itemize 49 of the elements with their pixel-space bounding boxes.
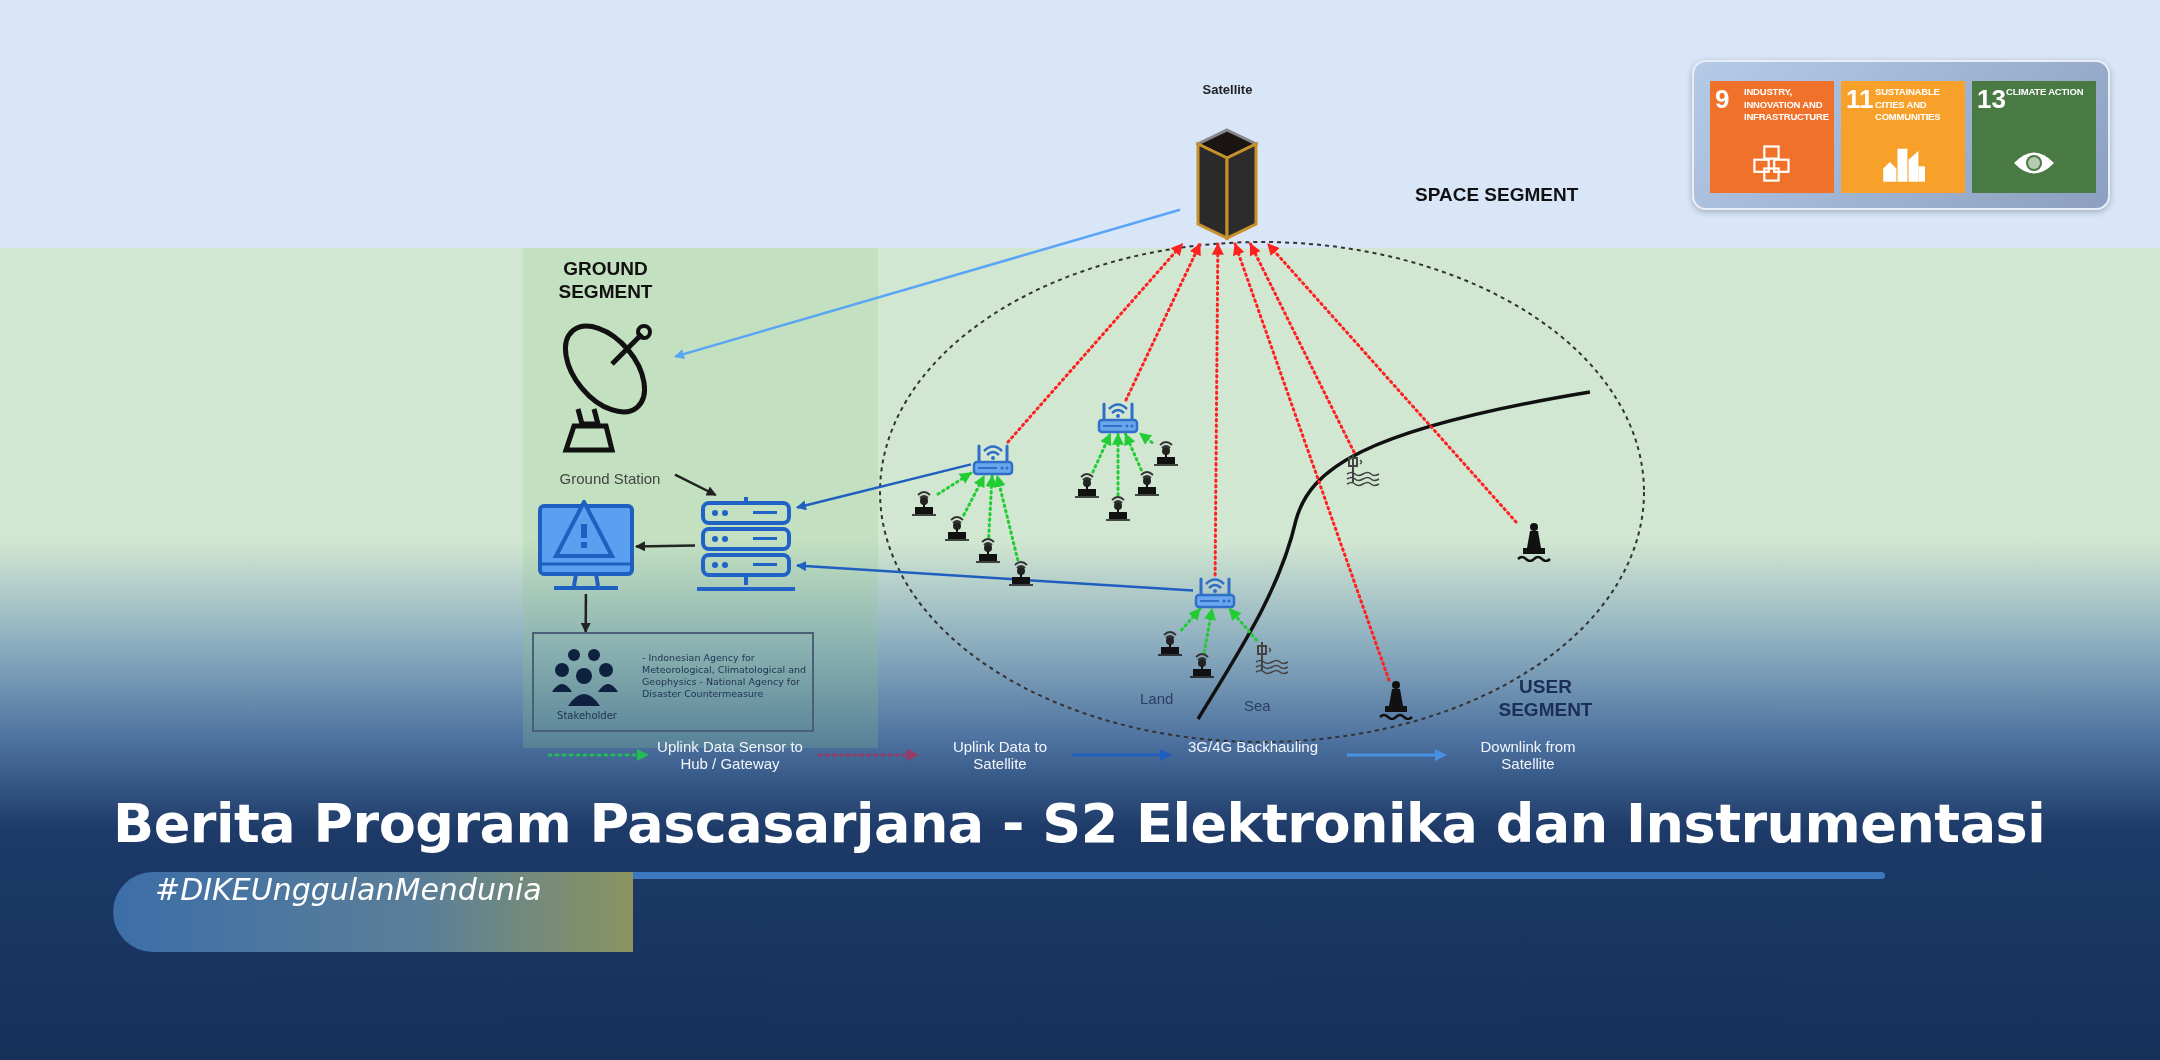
arrow	[962, 474, 986, 517]
goal-number: 13	[1977, 84, 2006, 115]
node-label: Ground Station	[558, 470, 662, 487]
goal-number: 9	[1715, 84, 1730, 115]
segment-heading: GROUND SEGMENT	[557, 257, 654, 303]
sdg-goal-tile	[1841, 81, 1965, 193]
region-label: Land	[1140, 690, 1174, 707]
banner-title: Berita Program Pascasarjana - S2 Elektronika dan Instrumentasi	[113, 792, 2046, 855]
region-label: Sea	[1244, 697, 1271, 714]
arrow	[674, 208, 1181, 359]
sdg-panel	[1692, 60, 2110, 210]
node-description: - Indonesian Agency for Meteorological, Climatological and Geophysics - National Agency for Disaster Countermeasure	[642, 652, 807, 700]
arrow	[1124, 432, 1143, 472]
goal-number: 11	[1846, 84, 1874, 115]
stakeholder-box	[532, 632, 814, 732]
arrow	[1006, 242, 1184, 444]
arrow	[1249, 242, 1356, 454]
arrow	[796, 463, 972, 511]
segment-heading: USER SEGMENT	[1497, 675, 1594, 721]
legend-label: Downlink from Satellite	[1479, 738, 1577, 772]
hashtag-tag: #DIKEUnggulanMendunia	[113, 872, 633, 952]
arrow	[1091, 432, 1112, 474]
arrow	[796, 561, 1194, 592]
sdg-goal-tile	[1972, 81, 2096, 193]
arrow	[635, 541, 695, 552]
arrow	[580, 594, 591, 633]
arrow	[1211, 242, 1224, 577]
sdg-goal-tile	[1710, 81, 1834, 193]
node-label: Satellite	[1201, 82, 1254, 97]
arrow	[1180, 607, 1202, 632]
arrow	[1202, 607, 1216, 654]
arrow	[1124, 242, 1202, 402]
goal-title: INDUSTRY, INNOVATION AND INFRASTRUCTURE	[1744, 86, 1830, 124]
segment-heading: SPACE SEGMENT	[1415, 184, 1579, 206]
arrow	[993, 474, 1020, 562]
node-label: Stakeholder	[556, 710, 618, 721]
legend-label: 3G/4G Backhauling	[1186, 738, 1320, 755]
arrow	[674, 473, 717, 497]
arrow	[1233, 242, 1391, 682]
legend-label: Uplink Data Sensor to Hub / Gateway	[656, 738, 804, 772]
legend-label: Uplink Data to Satellite	[951, 738, 1049, 772]
goal-title: SUSTAINABLE CITIES AND COMMUNITIES	[1875, 86, 1942, 124]
arrow	[1138, 432, 1154, 445]
arrow	[985, 474, 998, 539]
arrow	[1266, 242, 1518, 524]
arrow	[936, 471, 973, 496]
arrow	[1228, 607, 1258, 642]
goal-title: CLIMATE ACTION	[2006, 86, 2085, 97]
arrow	[1112, 432, 1124, 497]
